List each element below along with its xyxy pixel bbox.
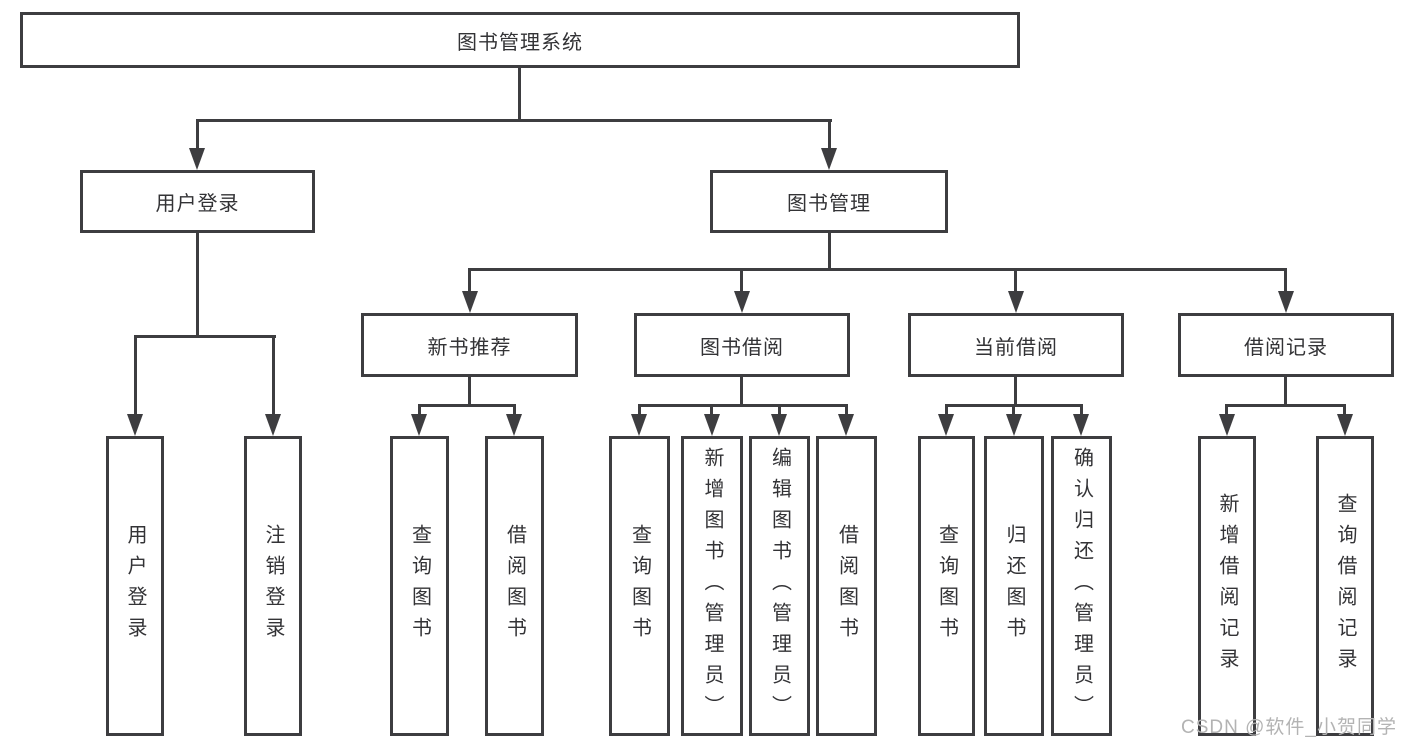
node-book-management: 图书管理 (710, 170, 948, 233)
connector-line (513, 404, 516, 416)
connector-line (638, 404, 848, 407)
connector-line (710, 404, 713, 416)
connector-line (468, 268, 471, 293)
connector-line (418, 404, 516, 407)
leaf-current-query-books-label: 查询图书 (935, 524, 958, 648)
node-borrow-records: 借阅记录 (1178, 313, 1394, 377)
connector-line (196, 233, 199, 338)
arrowhead-down-icon (1278, 291, 1294, 313)
connector-line (845, 404, 848, 416)
connector-line (828, 119, 831, 149)
leaf-query-borrow-record: 查询借阅记录 (1316, 436, 1374, 736)
leaf-current-query-books: 查询图书 (918, 436, 975, 736)
connector-line (945, 404, 948, 416)
leaf-recommend-borrow-books: 借阅图书 (485, 436, 544, 736)
node-root: 图书管理系统 (20, 12, 1020, 68)
arrowhead-down-icon (1006, 414, 1022, 436)
arrowhead-down-icon (462, 291, 478, 313)
node-root-label: 图书管理系统 (457, 31, 583, 54)
node-user-login-label: 用户登录 (155, 193, 240, 215)
arrowhead-down-icon (734, 291, 750, 313)
connector-line (518, 68, 521, 121)
leaf-user-login: 用户登录 (106, 436, 164, 736)
node-book-borrow-label: 图书借阅 (700, 336, 784, 359)
leaf-add-books-admin: 新增图书（管理员） (681, 436, 743, 736)
arrowhead-down-icon (189, 148, 205, 170)
leaf-edit-books-admin-label: 编辑图书（管理员） (768, 446, 791, 726)
connector-line (1225, 404, 1346, 407)
arrowhead-down-icon (1337, 414, 1353, 436)
connector-line (196, 119, 832, 122)
connector-line (1080, 404, 1083, 416)
node-current-borrow-label: 当前借阅 (974, 336, 1058, 359)
connector-line (272, 335, 275, 415)
arrowhead-down-icon (821, 148, 837, 170)
leaf-add-borrow-record-label: 新增借阅记录 (1216, 493, 1238, 679)
leaf-logout: 注销登录 (244, 436, 302, 736)
node-book-borrow: 图书借阅 (634, 313, 850, 377)
connector-line (1014, 377, 1017, 407)
node-new-book-recommend-label: 新书推荐 (427, 336, 512, 359)
node-new-book-recommend: 新书推荐 (361, 313, 578, 377)
connector-line (1343, 404, 1346, 416)
leaf-logout-label: 注销登录 (262, 524, 284, 648)
arrowhead-down-icon (704, 414, 720, 436)
leaf-recommend-query-books: 查询图书 (390, 436, 449, 736)
connector-line (828, 233, 831, 270)
node-borrow-records-label: 借阅记录 (1244, 336, 1328, 359)
arrowhead-down-icon (631, 414, 647, 436)
arrowhead-down-icon (1008, 291, 1024, 313)
leaf-recommend-query-books-label: 查询图书 (408, 524, 431, 648)
leaf-borrow-query-books: 查询图书 (609, 436, 670, 736)
connector-line (778, 404, 781, 416)
node-book-management-label: 图书管理 (787, 193, 871, 215)
node-current-borrow: 当前借阅 (908, 313, 1124, 377)
connector-line (1284, 268, 1287, 293)
connector-line (740, 377, 743, 407)
leaf-borrow-books: 借阅图书 (816, 436, 877, 736)
arrowhead-down-icon (1219, 414, 1235, 436)
leaf-user-login-label: 用户登录 (124, 524, 146, 648)
connector-line (638, 404, 641, 416)
connector-line (740, 268, 743, 293)
arrowhead-down-icon (938, 414, 954, 436)
connector-line (1225, 404, 1228, 416)
arrowhead-down-icon (1073, 414, 1089, 436)
leaf-add-books-admin-label: 新增图书（管理员） (701, 446, 723, 726)
leaf-confirm-return-admin-label: 确认归还（管理员） (1070, 446, 1093, 726)
leaf-recommend-borrow-books-label: 借阅图书 (503, 524, 526, 648)
leaf-confirm-return-admin: 确认归还（管理员） (1051, 436, 1112, 736)
connector-line (134, 335, 276, 338)
arrowhead-down-icon (127, 414, 143, 436)
connector-line (1012, 404, 1015, 416)
connector-line (418, 404, 421, 416)
leaf-add-borrow-record: 新增借阅记录 (1198, 436, 1256, 736)
connector-line (196, 119, 199, 149)
arrowhead-down-icon (838, 414, 854, 436)
arrowhead-down-icon (506, 414, 522, 436)
connector-line (134, 335, 137, 415)
connector-line (468, 377, 471, 407)
connector-line (1284, 377, 1287, 407)
connector-line (1014, 268, 1017, 293)
leaf-edit-books-admin: 编辑图书（管理员） (749, 436, 810, 736)
node-user-login: 用户登录 (80, 170, 315, 233)
csdn-watermark: CSDN @软件_小贺同学 (1181, 717, 1397, 738)
leaf-return-books: 归还图书 (984, 436, 1044, 736)
leaf-borrow-query-books-label: 查询图书 (628, 524, 651, 648)
leaf-query-borrow-record-label: 查询借阅记录 (1334, 493, 1356, 679)
leaf-borrow-books-label: 借阅图书 (835, 524, 858, 648)
leaf-return-books-label: 归还图书 (1003, 524, 1025, 648)
connector-line (468, 268, 1287, 271)
arrowhead-down-icon (265, 414, 281, 436)
arrowhead-down-icon (411, 414, 427, 436)
arrowhead-down-icon (771, 414, 787, 436)
